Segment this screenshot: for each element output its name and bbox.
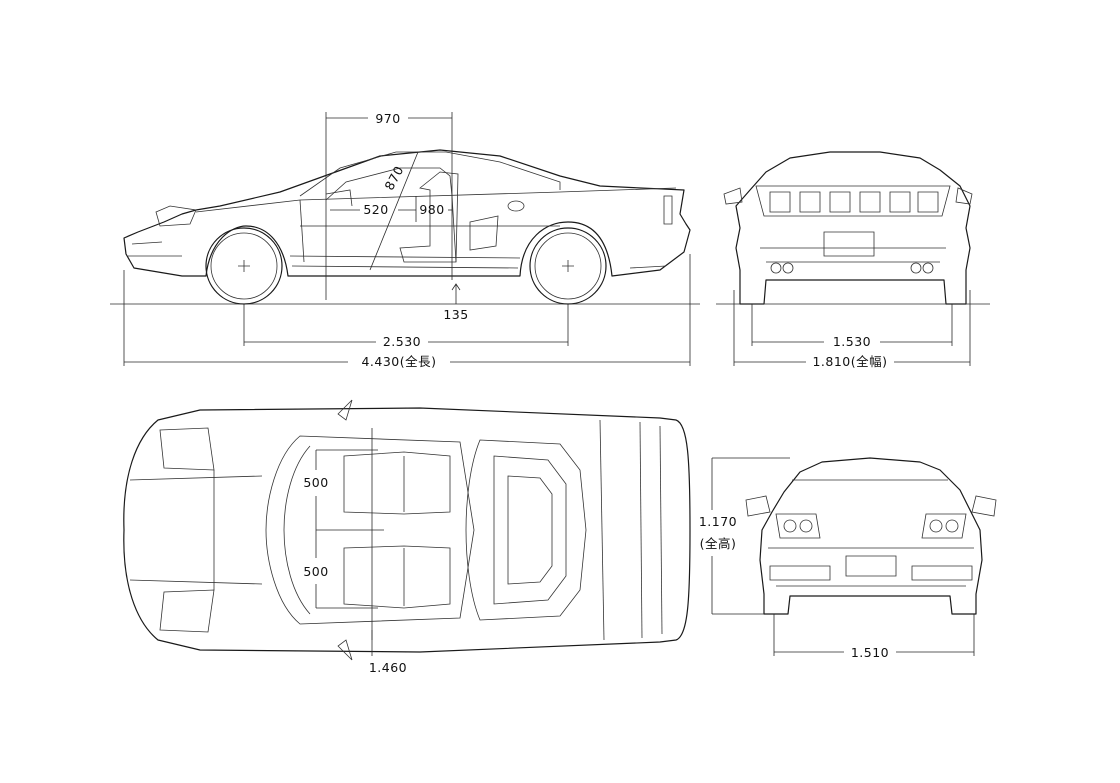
- rear-view: [716, 151, 990, 366]
- dim-label-overall-width: 1.810(全幅): [812, 354, 887, 369]
- dim-label-front-track: 1.510: [851, 645, 889, 660]
- dim-label-ground-clearance: 135: [443, 307, 468, 322]
- dim-label-overall-height-note: (全高): [700, 536, 737, 551]
- dim-label-seat-width-top: 500: [303, 475, 328, 490]
- dim-label-seat-pitch: 520: [363, 202, 388, 217]
- top-view: [123, 399, 691, 661]
- front-view: [711, 457, 997, 656]
- dim-label-overall-length: 4.430(全長): [361, 354, 436, 369]
- dim-label-interior-width: 1.460: [369, 660, 407, 675]
- dim-label-seat-headroom: 870: [381, 163, 406, 192]
- dim-label-wheelbase: 2.530: [383, 334, 421, 349]
- side-view: [110, 112, 700, 366]
- dim-label-shoulder-width: 970: [375, 111, 400, 126]
- dim-label-overall-height: 1.170: [699, 514, 737, 529]
- dim-label-seat-width-bottom: 500: [303, 564, 328, 579]
- dim-label-interior-length: 980: [419, 202, 444, 217]
- dim-label-rear-track: 1.530: [833, 334, 871, 349]
